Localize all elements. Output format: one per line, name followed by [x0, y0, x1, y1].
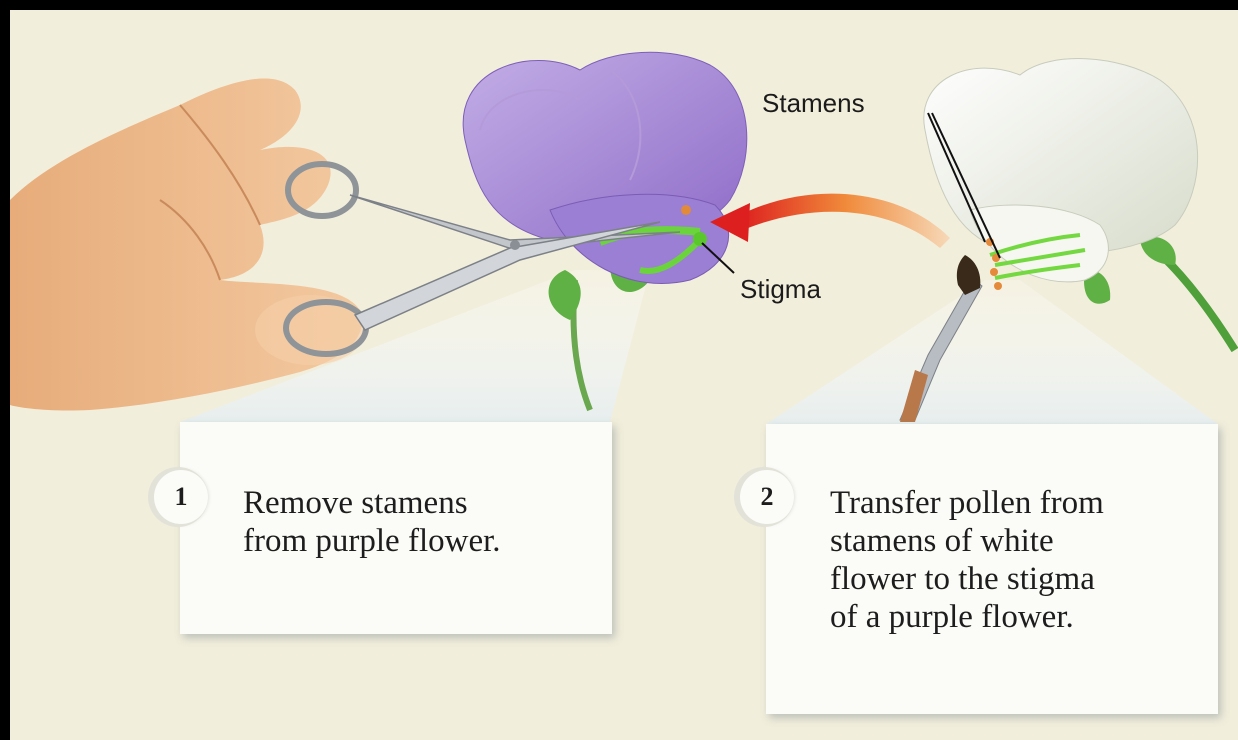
- step-1-callout: 1 Remove stamens from purple flower.: [180, 422, 612, 634]
- hand-icon: [10, 78, 365, 410]
- stigma-label: Stigma: [740, 274, 821, 305]
- step-2-callout: 2 Transfer pollen from stamens of white …: [766, 424, 1218, 714]
- step-1-text: Remove stamens from purple flower.: [243, 484, 501, 560]
- step-2-text: Transfer pollen from stamens of white fl…: [830, 484, 1104, 636]
- step-1-number: 1: [154, 470, 208, 524]
- stamens-label: Stamens: [762, 88, 865, 119]
- step-2-number: 2: [740, 470, 794, 524]
- transfer-arrow-icon: [710, 194, 950, 248]
- zoom-beam-2: [766, 280, 1218, 424]
- diagram-canvas: Stamens Stigma 1 Remove stamens from pur…: [10, 10, 1238, 740]
